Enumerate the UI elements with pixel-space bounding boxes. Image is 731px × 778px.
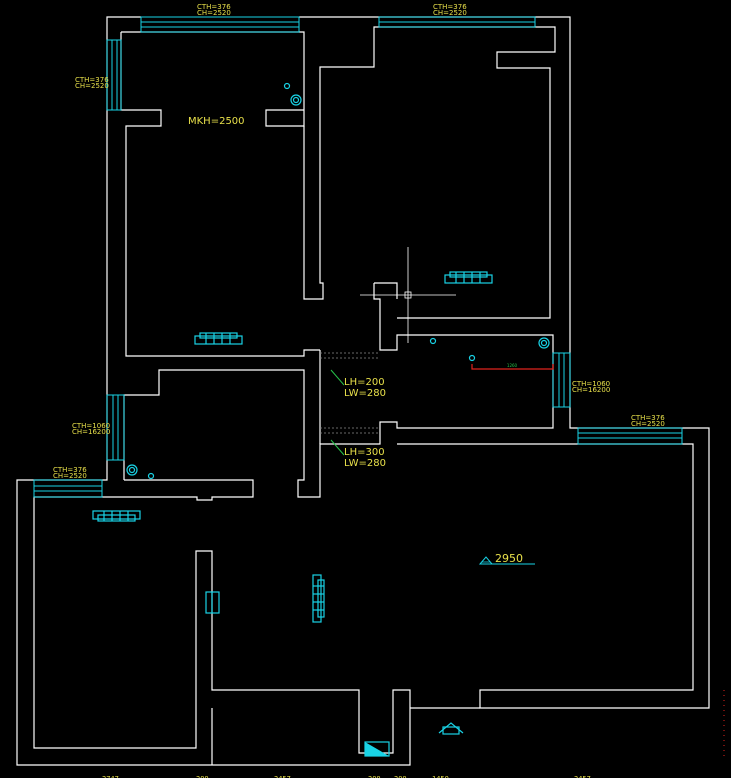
lh-label: LH=200	[344, 377, 385, 388]
window-label: CTH=376	[433, 3, 467, 11]
leader-line	[330, 439, 345, 456]
bottom-dimensions: 2747 200 2457 200 200 1450 2457	[102, 775, 591, 778]
window-label: CH=2520	[197, 9, 231, 17]
window-label: CH=2520	[631, 420, 665, 428]
drain-icon	[126, 464, 138, 476]
dim-label: 200	[394, 775, 407, 778]
window-right-1	[552, 352, 571, 408]
drain-icon	[538, 337, 550, 349]
lw-label: LW=280	[344, 388, 386, 399]
windows	[33, 16, 683, 498]
drain-icon	[468, 354, 476, 362]
radiator-icon	[444, 271, 493, 284]
window-label: CTH=376	[75, 76, 109, 84]
wall-outer-left	[16, 16, 397, 766]
drain-icon	[429, 337, 437, 345]
wall-room-a-inner	[120, 32, 320, 357]
red-dimension: 1260	[471, 363, 554, 370]
window-right-2	[577, 427, 683, 445]
fixtures	[92, 82, 550, 757]
window-label: CH=2520	[433, 9, 467, 17]
window-label: CTH=376	[631, 414, 665, 422]
red-dim-label: 1260	[507, 363, 518, 368]
dim-label: 2457	[574, 775, 591, 778]
wall-room-a	[121, 31, 305, 127]
wall-corridor-3	[374, 282, 398, 299]
mkh-label: MKH=2500	[188, 116, 245, 127]
labels: CTH=376 CH=2520 CTH=376 CH=2520 CTH=376 …	[53, 3, 665, 565]
window-label: CH=16200	[572, 386, 610, 394]
openings	[320, 352, 380, 434]
elevation-mark	[478, 556, 535, 565]
window-label: CH=2520	[75, 82, 109, 90]
lh-label: LH=300	[344, 447, 385, 458]
window-top-1	[140, 16, 300, 33]
lw-label: LW=280	[344, 458, 386, 469]
cursor-crosshair	[360, 247, 456, 343]
window-left-2	[106, 394, 125, 461]
window-left-3	[33, 479, 103, 498]
window-label: CTH=1060	[72, 422, 110, 430]
wall-corridor	[123, 283, 554, 498]
leader-line	[330, 369, 345, 386]
window-label: CH=2520	[53, 472, 87, 480]
drain-icon	[283, 82, 291, 90]
window-label: CTH=376	[53, 466, 87, 474]
drain-icon	[147, 472, 155, 480]
dim-label: 200	[196, 775, 209, 778]
window-label: CH=16200	[72, 428, 110, 436]
radiator-vertical-icon	[312, 574, 325, 623]
radiator-icon	[92, 510, 141, 522]
wall-room-a-right	[303, 26, 556, 319]
dim-label: 2457	[274, 775, 291, 778]
window-left-1	[106, 39, 122, 111]
drain-icon	[290, 94, 302, 106]
elevation-label: 2950	[495, 552, 523, 565]
window-label: CTH=376	[197, 3, 231, 11]
dim-label: 1450	[432, 775, 449, 778]
wall-mid-left	[33, 479, 411, 766]
entrance-icon	[438, 722, 464, 735]
window-label: CTH=1060	[572, 380, 610, 388]
dim-label: 200	[368, 775, 381, 778]
dim-label: 2747	[102, 775, 119, 778]
wall-outer-top	[299, 16, 710, 709]
radiator-icon	[194, 332, 243, 345]
stair-icon	[364, 741, 390, 757]
